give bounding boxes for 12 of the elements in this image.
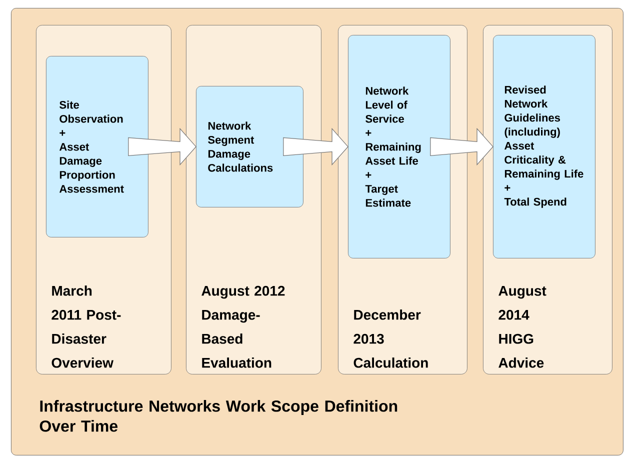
block-arrow <box>430 128 494 166</box>
step-box: Network Level of Service + Remaining Asset Life + Target Estimate <box>348 35 450 258</box>
block-arrow <box>283 128 348 166</box>
step-box: Revised Network Guidelines (including) Asset Criticality & Remaining Life + Total Spend <box>493 35 596 258</box>
date-label: August 2012 Damage-Based Evaluation <box>202 286 285 368</box>
date-label: December 2013 Calculation <box>354 310 428 368</box>
panel-title: Infrastructure Networks Work Scope Definition Over Time <box>40 400 398 432</box>
block-arrow <box>128 128 196 166</box>
date-label: August 2014 HIGG Advice <box>498 286 546 368</box>
step-box: Network Segment Damage Calculations <box>196 86 304 208</box>
date-label: March 2011 Post-Disaster Overview <box>52 286 121 368</box>
step-box: Site Observation + Asset Damage Proportion Assessment <box>46 56 148 238</box>
